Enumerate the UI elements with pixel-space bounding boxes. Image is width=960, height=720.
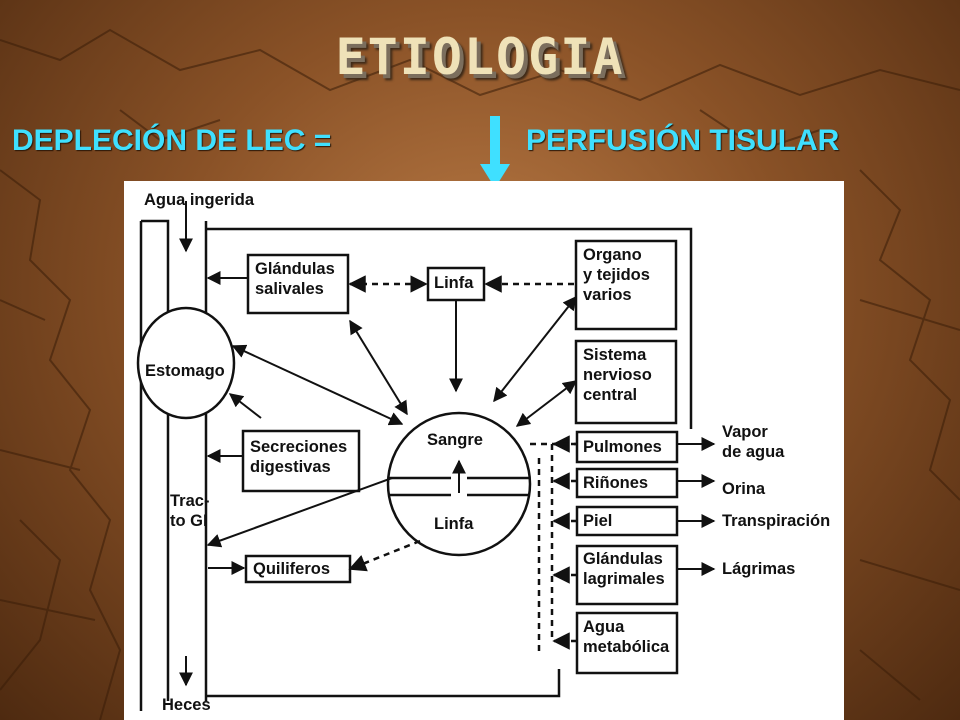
fluid-flow-diagram: Agua ingerida Glándulas salivales Linfa … xyxy=(124,181,844,720)
box-piel: Piel xyxy=(583,512,613,530)
page-title: ETIOLOGIA xyxy=(335,28,625,86)
box-linfa-top: Linfa xyxy=(434,274,474,292)
box-organo-tejidos: Organo y tejidos varios xyxy=(583,246,650,304)
box-sistema-nervioso: Sistema nervioso central xyxy=(583,346,652,404)
diagram-lines xyxy=(136,201,716,711)
label-transpiracion: Transpiración xyxy=(722,512,831,530)
label-estomago: Estomago xyxy=(145,362,225,380)
label-tracto-gi: Trac- to GI xyxy=(170,492,210,530)
label-linfa-circle: Linfa xyxy=(434,515,474,533)
label-orina: Orina xyxy=(722,480,766,498)
box-rinones: Riñones xyxy=(583,474,649,492)
subtitle-perfusion: PERFUSIÓN TISULAR xyxy=(526,124,840,157)
box-quiliferos: Quiliferos xyxy=(253,560,331,578)
subtitle-depletion: DEPLECIÓN DE LEC = xyxy=(12,124,332,157)
label-heces: Heces xyxy=(162,696,211,714)
label-sangre: Sangre xyxy=(427,431,483,449)
down-arrow-icon xyxy=(480,116,510,188)
label-vapor-de-agua: Vapor de agua xyxy=(722,423,785,461)
box-glandulas-salivales: Glándulas salivales xyxy=(255,260,335,298)
box-glandulas-lagrimales: Glándulas lagrimales xyxy=(583,550,665,588)
box-agua-metabolica: Agua metabólica xyxy=(583,618,670,656)
label-agua-ingerida: Agua ingerida xyxy=(144,191,255,209)
box-pulmones: Pulmones xyxy=(583,438,662,456)
label-lagrimas: Lágrimas xyxy=(722,560,796,578)
box-secreciones-digestivas: Secreciones digestivas xyxy=(250,438,348,476)
